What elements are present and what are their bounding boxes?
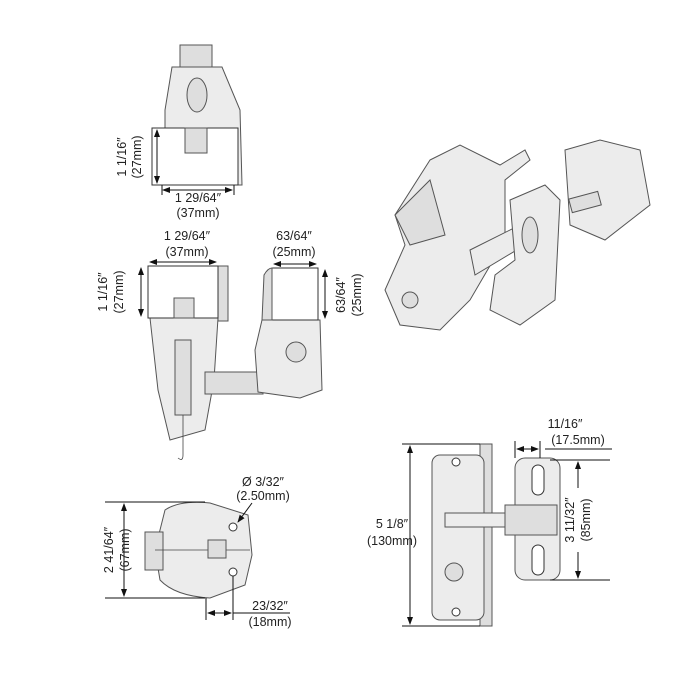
top-width-in: 1 29/64″: [175, 191, 222, 205]
keeper-front-height-mm: (85mm): [579, 498, 593, 541]
bottom-view: 2 41/64″ (67mm) Ø 3/32″ (2.50mm) 23/32″ …: [102, 475, 292, 629]
mounting-hole: [228, 522, 238, 532]
front-view: 5 1/8″ (130mm) 11/16″ (17.5mm) 3 11/32″ …: [367, 417, 612, 627]
offset-in: 23/32″: [252, 599, 288, 613]
depth-in: 11/16″: [548, 417, 583, 431]
front-height-in: 5 1/8″: [376, 517, 409, 531]
latch-iso-face: [394, 179, 446, 246]
hole-diameter-mm: (2.50mm): [236, 489, 289, 503]
keeper-edge: [261, 267, 273, 321]
mounting-hole: [228, 567, 238, 577]
bottom-bolt: [207, 539, 227, 559]
latch-oval: [186, 77, 208, 113]
keeper-width-in: 63/64″: [276, 229, 312, 243]
side-height-in: 1 1/16″: [96, 272, 110, 312]
keeper-iso-slot: [521, 216, 539, 254]
side-width-in: 1 29/64″: [164, 229, 211, 243]
latch-hook: [177, 415, 184, 460]
side-height-mm: (27mm): [112, 270, 126, 313]
screw-hole: [451, 457, 461, 467]
connecting-arm: [204, 371, 264, 395]
bottom-height-in: 2 41/64″: [102, 526, 116, 573]
bolt-side: [173, 297, 195, 319]
keeper-height-mm: (25mm): [350, 273, 364, 316]
front-height-mm: (130mm): [367, 534, 417, 548]
latch-flange: [217, 265, 229, 322]
hole-diameter-in: Ø 3/32″: [242, 475, 285, 489]
latch-lever: [174, 339, 192, 416]
offset-mm: (18mm): [248, 615, 291, 629]
bolt: [184, 127, 208, 154]
keeper-slot: [531, 544, 545, 576]
keeper-iso: [489, 184, 561, 326]
bottom-knob: [144, 531, 164, 571]
keeper-slot: [531, 464, 545, 496]
lock-cylinder-iso: [401, 291, 419, 309]
keeper-catch: [504, 504, 558, 536]
bottom-height-mm: (67mm): [118, 528, 132, 571]
top-width-mm: (37mm): [176, 206, 219, 220]
keeper-front-height-in: 3 11/32″: [563, 497, 577, 543]
top-view: 1 1/16″ (27mm) 1 29/64″ (37mm): [115, 44, 243, 220]
side-view: 1 29/64″ (37mm) 1 1/16″ (27mm) 63/64″ (2…: [96, 229, 364, 460]
keeper-width-mm: (25mm): [272, 245, 315, 259]
latch-base-plate: [431, 454, 485, 621]
keeper-knob: [285, 341, 307, 363]
top-knob: [179, 44, 213, 68]
keeper-height-in: 63/64″: [334, 277, 348, 313]
lock-cylinder: [444, 562, 464, 582]
top-height-mm: (27mm): [130, 135, 144, 178]
side-width-mm: (37mm): [165, 245, 208, 259]
keeper-dimension-box: [271, 267, 319, 321]
depth-mm: (17.5mm): [551, 433, 604, 447]
keeper-plate-key: [568, 190, 602, 214]
screw-hole: [451, 607, 461, 617]
isometric-view: [384, 139, 651, 331]
keeper-plate-iso: [564, 139, 651, 241]
top-height-in: 1 1/16″: [115, 137, 129, 177]
